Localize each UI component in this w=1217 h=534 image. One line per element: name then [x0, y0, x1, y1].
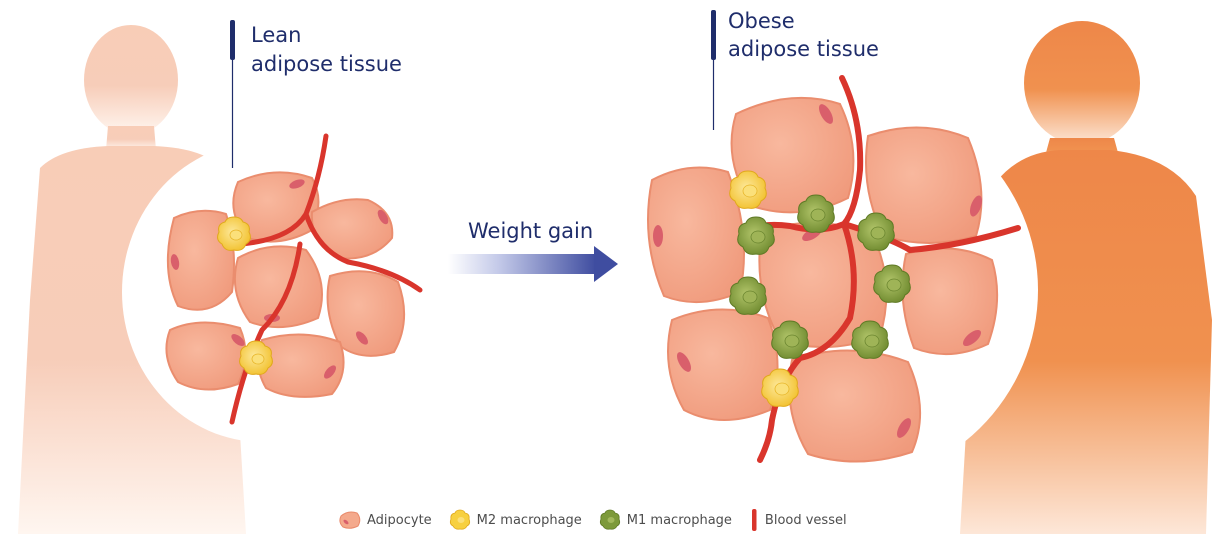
- adipocyte: [789, 350, 920, 461]
- adipocyte: [166, 322, 245, 389]
- m2-macrophage-icon: [448, 509, 472, 531]
- lean-title-line1: Lean: [251, 22, 301, 49]
- adipocyte: [902, 248, 997, 354]
- obese-callout-line: [711, 10, 716, 130]
- legend-label-m1-macrophage: M1 macrophage: [627, 513, 732, 528]
- legend-label-adipocyte: Adipocyte: [367, 513, 432, 528]
- m1-macrophage-icon: [598, 509, 622, 531]
- lean-title-line2: adipose tissue: [251, 51, 402, 78]
- weight-gain-arrow: [448, 246, 618, 282]
- legend: Adipocyte M2 macrophage M1 macrophage: [338, 506, 863, 534]
- legend-label-blood-vessel: Blood vessel: [765, 513, 847, 528]
- adipocyte: [235, 246, 322, 327]
- blood-vessel-icon: [748, 508, 760, 532]
- legend-item-m2-macrophage: M2 macrophage: [448, 509, 582, 531]
- legend-item-adipocyte: Adipocyte: [338, 510, 432, 530]
- obese-title-line1: Obese: [728, 8, 795, 35]
- adipocyte-icon: [338, 510, 362, 530]
- legend-item-blood-vessel: Blood vessel: [748, 508, 847, 532]
- weight-gain-label: Weight gain: [468, 218, 593, 244]
- legend-item-m1-macrophage: M1 macrophage: [598, 509, 732, 531]
- obese-title-line2: adipose tissue: [728, 36, 879, 63]
- legend-label-m2-macrophage: M2 macrophage: [477, 513, 582, 528]
